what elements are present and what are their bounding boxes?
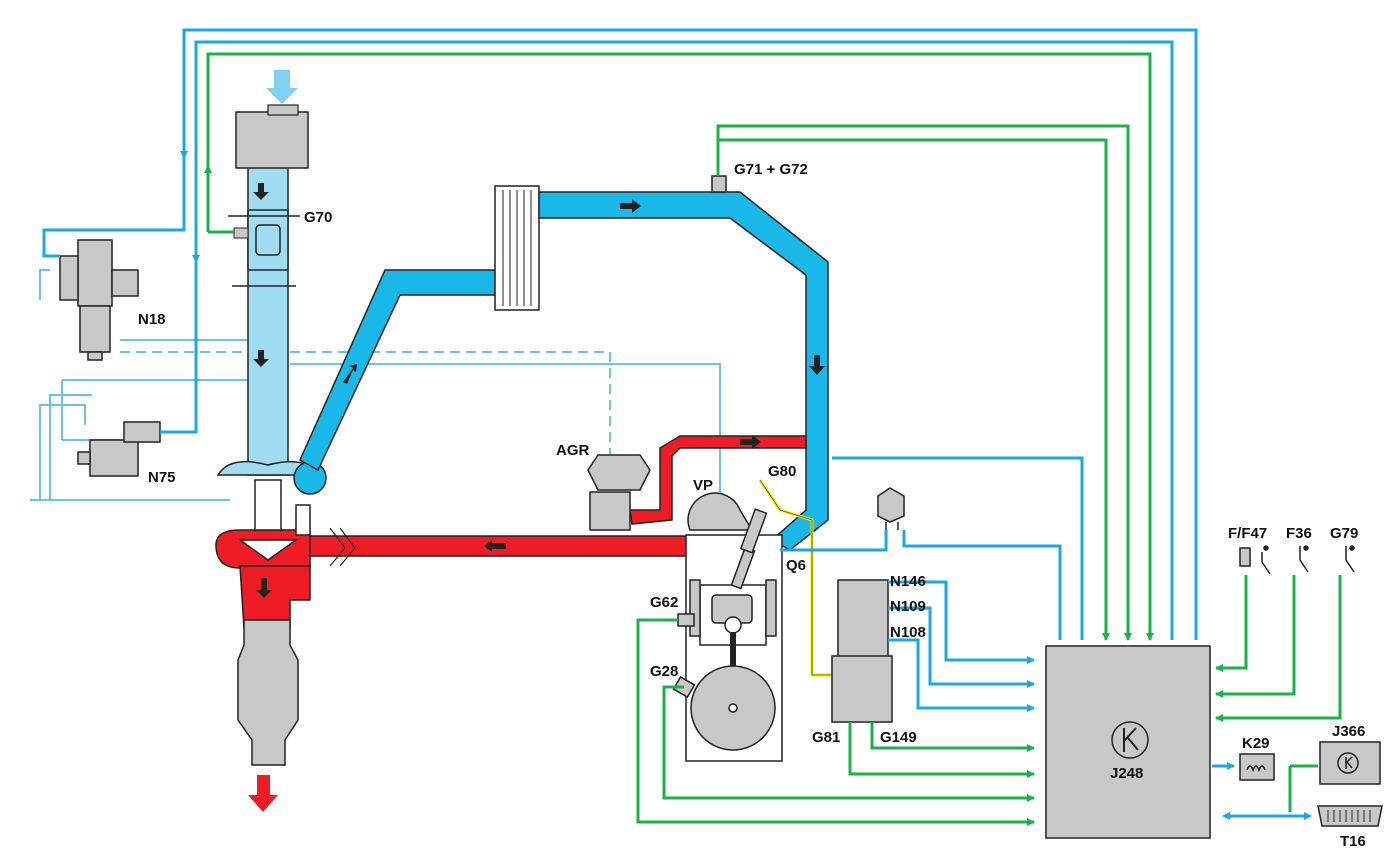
label-g71-g72: G71 + G72	[734, 161, 808, 178]
j366-relay	[1319, 741, 1381, 785]
engine-block	[685, 492, 783, 762]
k29-lamp	[1239, 753, 1275, 781]
label-t16: T16	[1340, 833, 1366, 850]
fresh-air-arrow	[266, 70, 298, 104]
exhaust-path	[215, 435, 807, 812]
output-signal-wires	[42, 28, 1306, 818]
glow-relay	[877, 487, 905, 530]
g70-sensor	[247, 209, 289, 271]
label-j366: J366	[1332, 723, 1365, 740]
label-n75: N75	[148, 469, 176, 486]
glow-k-symbol-icon	[1111, 721, 1149, 759]
label-g62: G62	[650, 594, 678, 611]
label-vp: VP	[693, 477, 713, 494]
label-q6: Q6	[786, 557, 806, 574]
label-g80: G80	[768, 463, 796, 480]
agr-valve	[587, 454, 651, 531]
n75-valve	[77, 421, 161, 477]
label-g28: G28	[650, 663, 678, 680]
obd-connector-icon	[1317, 805, 1383, 827]
label-f-f47: F/F47	[1228, 525, 1267, 542]
g62-sensor	[677, 613, 695, 627]
label-g79: G79	[1330, 525, 1358, 542]
catalytic-converter	[237, 619, 299, 766]
turbocharger	[237, 479, 311, 561]
injection-pump-unit	[831, 579, 893, 723]
exhaust-out-arrow	[248, 775, 278, 812]
air-filter	[235, 111, 309, 169]
label-j248: J248	[1110, 765, 1143, 782]
ecu-j248	[1045, 645, 1211, 839]
label-n109: N109	[890, 598, 926, 615]
label-g70: G70	[304, 209, 332, 226]
label-n146: N146	[890, 573, 926, 590]
n18-valve	[59, 239, 139, 361]
label-n18: N18	[138, 311, 166, 328]
label-agr: AGR	[556, 442, 590, 459]
g71-g72-sensor	[711, 175, 727, 193]
label-g81: G81	[812, 729, 840, 746]
label-n108: N108	[890, 624, 926, 641]
label-k29: K29	[1242, 735, 1270, 752]
input-signal-wires	[204, 52, 1342, 826]
pedal-switches	[1239, 545, 1355, 575]
label-g149: G149	[880, 729, 917, 746]
intake-air-path	[216, 70, 829, 551]
label-f36: F36	[1286, 525, 1312, 542]
lamp-coil-icon	[1246, 765, 1266, 773]
